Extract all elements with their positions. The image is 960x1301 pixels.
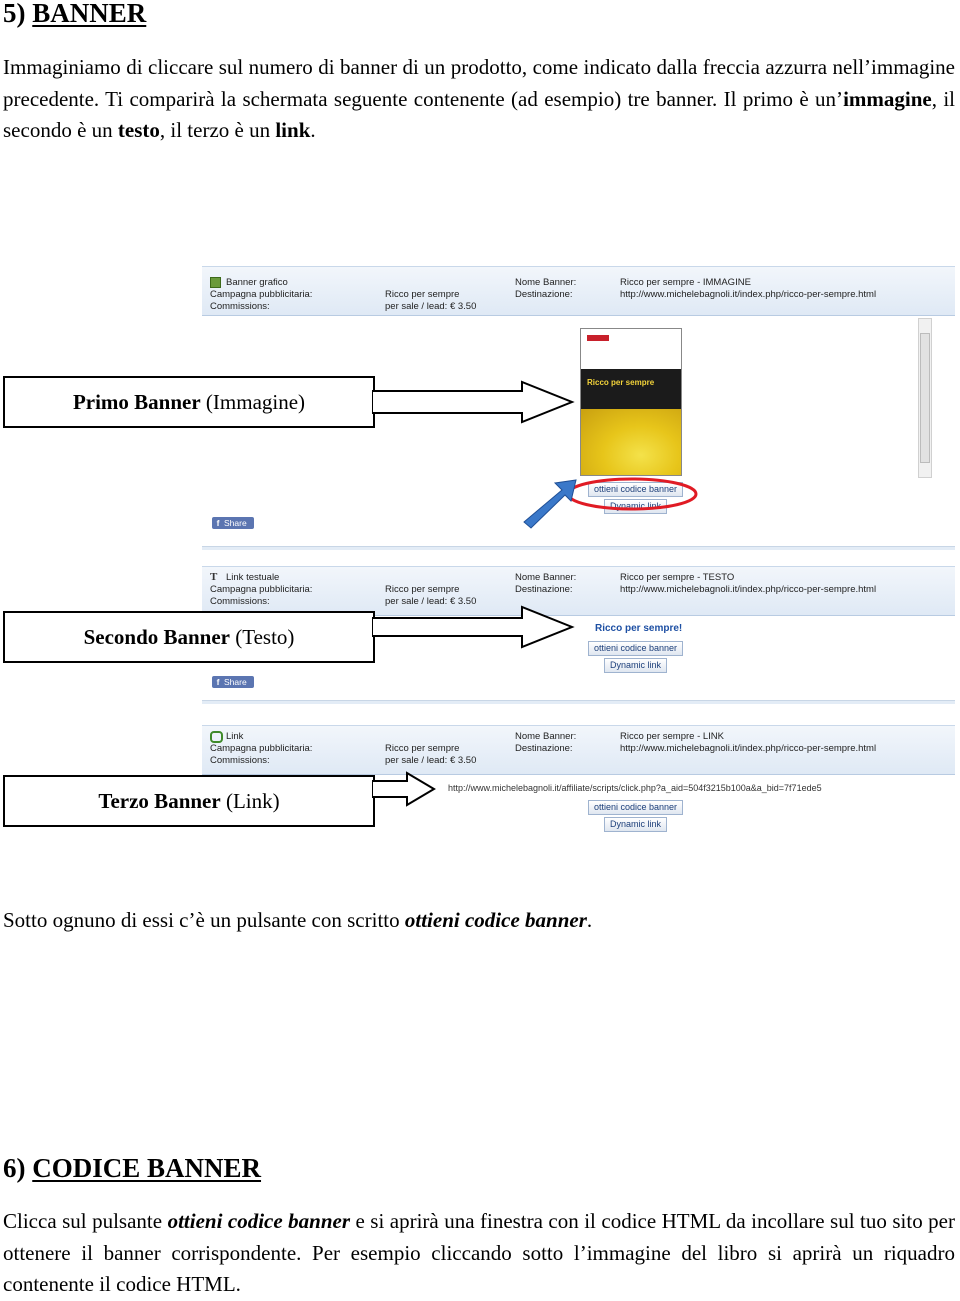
campaign-label: Campagna pubblicitaria: (210, 289, 313, 300)
link-banner-header: Link Campagna pubblicitaria: Commissions… (202, 725, 955, 775)
facebook-icon: f (216, 518, 220, 528)
callout-bold: Terzo Banner (98, 789, 221, 813)
banner-type-label: Link (226, 731, 244, 742)
gold-coins-graphic (581, 409, 681, 475)
campaign-value: Ricco per sempre (385, 743, 460, 754)
callout-bold: Secondo Banner (83, 625, 230, 649)
dynamic-link-button-link[interactable]: Dynamic link (604, 817, 668, 832)
intro-text: . (310, 118, 316, 142)
outro-text: . (586, 908, 593, 932)
section-5-number: 5) (3, 0, 26, 28)
callout-first-banner: Primo Banner (Immagine) (3, 376, 375, 428)
destination-label: Destinazione: (515, 743, 573, 754)
text-banner-link[interactable]: Ricco per sempre! (595, 623, 683, 634)
destination-url[interactable]: http://www.michelebagnoli.it/index.php/r… (620, 289, 877, 300)
section-6-title: CODICE BANNER (32, 1153, 262, 1183)
paragraph-text: e si aprirà una finestra con il codice H… (3, 1209, 955, 1296)
destination-label: Destinazione: (515, 584, 573, 595)
annotation-overlay (523, 477, 698, 529)
publisher-logo (587, 335, 609, 341)
banner-name-value: Ricco per sempre - LINK (620, 731, 725, 742)
intro-text: , il secondo è un (3, 86, 955, 143)
intro-text: Immaginiamo di cliccare sul numero di ba… (3, 55, 955, 111)
arrow-second-banner (372, 605, 575, 649)
commissions-label: Commissions: (210, 301, 270, 312)
section-6-paragraph: Clicca sul pulsante ottieni codice banne… (3, 1206, 955, 1301)
intro-bold-testo: testo (117, 118, 160, 142)
commission-value: per sale / lead: € 3.50 (385, 596, 477, 607)
campaign-value: Ricco per sempre (385, 584, 460, 595)
section-5-outro: Sotto ognuno di essi c’è un pulsante con… (3, 905, 955, 937)
image-banner-icon (210, 277, 221, 288)
cover-dark-band (581, 369, 681, 409)
destination-url[interactable]: http://www.michelebagnoli.it/index.php/r… (620, 584, 877, 595)
campaign-label: Campagna pubblicitaria: (210, 743, 313, 754)
vertical-scrollbar[interactable] (918, 318, 932, 478)
banner-type-label: Link testuale (226, 572, 280, 583)
book-title: Ricco per sempre (587, 378, 655, 387)
get-code-button-image[interactable]: ottieni codice banner (588, 482, 684, 497)
share-label: Share (224, 677, 247, 687)
banner-name-label: Nome Banner: (515, 731, 577, 742)
outro-emphasis: ottieni codice banner (404, 908, 587, 932)
intro-bold-immagine: immagine (843, 86, 932, 111)
facebook-icon: f (216, 677, 220, 687)
campaign-value: Ricco per sempre (385, 289, 460, 300)
section-5-intro: Immaginiamo di cliccare sul numero di ba… (3, 52, 955, 147)
book-cover-image[interactable]: Ricco per sempre (580, 328, 682, 476)
panel-divider (202, 700, 955, 704)
affiliate-link-url[interactable]: http://www.michelebagnoli.it/affiliate/s… (448, 783, 822, 793)
right-arrow-icon (372, 771, 436, 807)
arrow-third-banner (372, 771, 436, 807)
commissions-label: Commissions: (210, 755, 270, 766)
destination-label: Destinazione: (515, 289, 573, 300)
scrollbar-thumb[interactable] (920, 333, 930, 463)
section-6-heading: 6) CODICE BANNER (3, 1153, 261, 1183)
text-type-icon: T (210, 571, 218, 583)
share-label: Share (224, 518, 247, 528)
arrow-first-banner (372, 380, 575, 424)
text-banner-panel: T Link testuale Campagna pubblicitaria: … (202, 566, 955, 706)
section-5-heading: 5) BANNER (3, 0, 146, 28)
share-button-text[interactable]: f Share (212, 676, 254, 688)
right-arrow-icon (372, 605, 575, 649)
callout-third-banner: Terzo Banner (Link) (3, 775, 375, 827)
callout-second-banner: Secondo Banner (Testo) (3, 611, 375, 663)
banner-name-label: Nome Banner: (515, 277, 577, 288)
campaign-label: Campagna pubblicitaria: (210, 584, 313, 595)
outro-text: Sotto ognuno di essi c’è un pulsante con… (3, 908, 405, 932)
get-code-button-link[interactable]: ottieni codice banner (588, 800, 684, 815)
callout-rest: (Immagine) (200, 390, 306, 414)
get-code-button-text[interactable]: ottieni codice banner (588, 641, 684, 656)
banner-type-label: Banner grafico (226, 277, 288, 288)
banner-name-label: Nome Banner: (515, 572, 577, 583)
intro-text: , il terzo è un (159, 118, 276, 142)
paragraph-emphasis: ottieni codice banner (167, 1209, 350, 1233)
red-highlight-ellipse (566, 477, 698, 511)
commission-value: per sale / lead: € 3.50 (385, 301, 477, 312)
right-arrow-icon (372, 380, 575, 424)
paragraph-text: Clicca sul pulsante (3, 1209, 168, 1233)
section-5-title: BANNER (32, 0, 147, 28)
destination-url[interactable]: http://www.michelebagnoli.it/index.php/r… (620, 743, 877, 754)
callout-rest: (Link) (220, 789, 280, 813)
callout-bold: Primo Banner (72, 390, 201, 414)
text-banner-header: T Link testuale Campagna pubblicitaria: … (202, 566, 955, 616)
link-icon (210, 731, 223, 743)
blue-arrow-icon (523, 479, 577, 529)
dynamic-link-button-text[interactable]: Dynamic link (604, 658, 668, 673)
commission-value: per sale / lead: € 3.50 (385, 755, 477, 766)
commissions-label: Commissions: (210, 596, 270, 607)
intro-bold-link: link (275, 118, 311, 142)
panel-divider (202, 546, 955, 550)
callout-rest: (Testo) (230, 625, 295, 649)
banner-name-value: Ricco per sempre - IMMAGINE (620, 277, 751, 288)
share-button-image[interactable]: f Share (212, 517, 254, 529)
image-banner-header: Banner grafico Campagna pubblicitaria: C… (202, 266, 955, 316)
banner-name-value: Ricco per sempre - TESTO (620, 572, 735, 583)
section-6-number: 6) (3, 1153, 26, 1183)
